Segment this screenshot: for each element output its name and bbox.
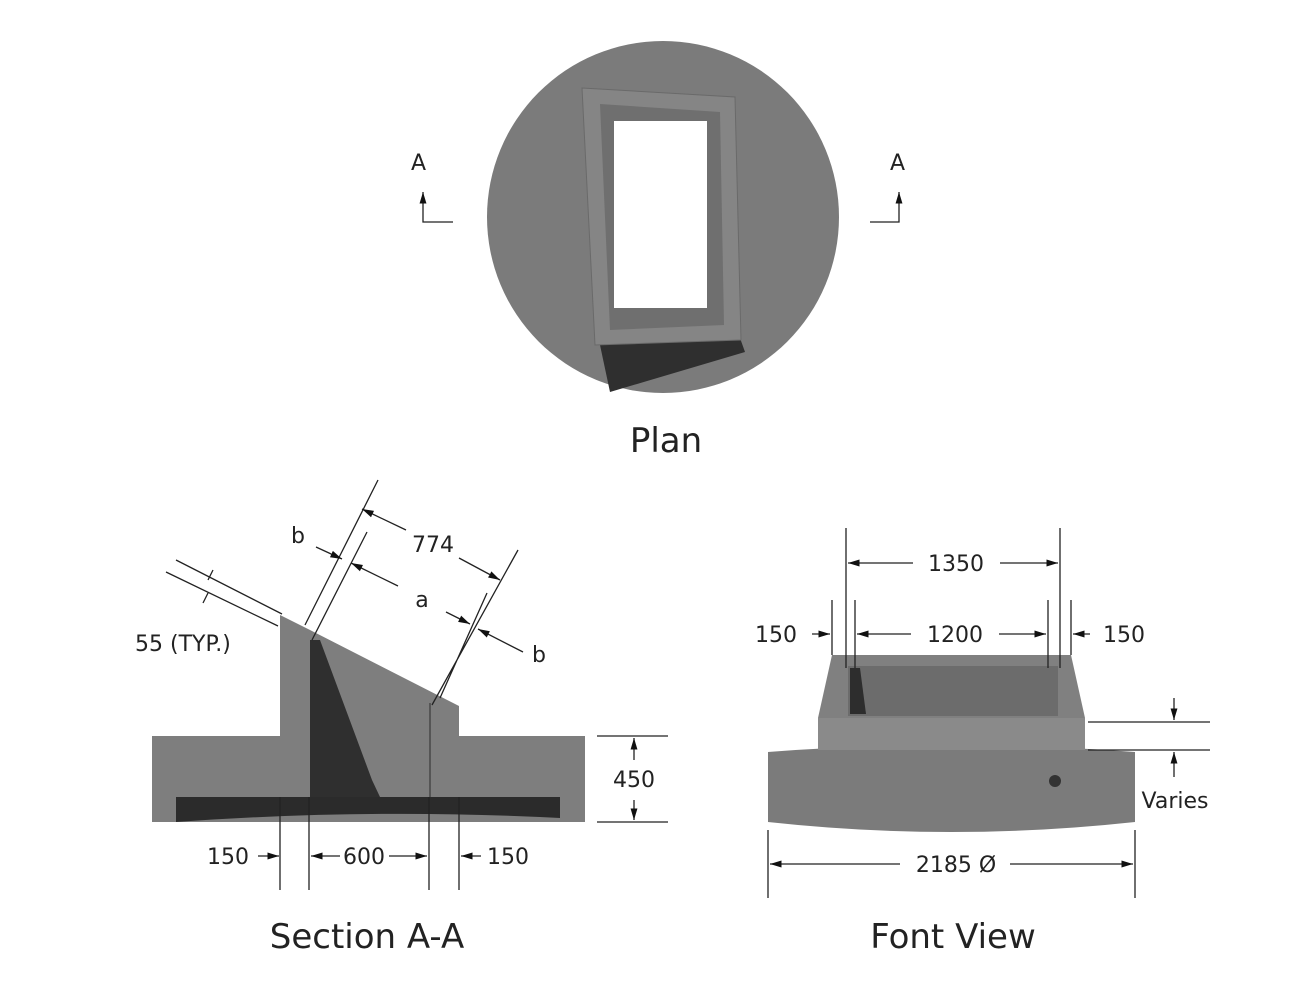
dim-a: a — [415, 588, 428, 613]
dim-150-right: 150 — [1103, 623, 1145, 648]
section-marker-left: A — [411, 151, 453, 223]
dim-b-top: b — [291, 524, 305, 549]
dim-150-left: 150 — [207, 845, 249, 870]
plan-shadow — [600, 338, 745, 392]
dim-1350: 1350 — [928, 552, 984, 577]
front-title: Font View — [870, 917, 1036, 957]
dim-2185-diameter: 2185 Ø — [916, 853, 996, 878]
section-shadow — [310, 640, 380, 797]
section-view: 774 a b b 55 (TYP.) 450 150 600 150 Sect… — [135, 479, 668, 957]
section-void — [176, 797, 560, 822]
dim-1200: 1200 — [927, 623, 983, 648]
section-marker-right: A — [870, 151, 905, 223]
svg-text:A: A — [411, 151, 426, 176]
plan-title: Plan — [630, 421, 702, 461]
dim-150-left: 150 — [755, 623, 797, 648]
dim-varies: Varies — [1142, 789, 1209, 814]
dim-b-right: b — [532, 643, 546, 668]
dim-55-typ: 55 (TYP.) — [135, 632, 231, 657]
section-body — [152, 615, 585, 822]
dim-600: 600 — [343, 845, 385, 870]
section-title: Section A-A — [270, 917, 464, 957]
dim-450: 450 — [613, 768, 655, 793]
svg-text:A: A — [890, 151, 905, 176]
front-view: 1350 1200 150 150 Varies 2185 Ø Font Vie… — [755, 528, 1210, 957]
dim-774: 774 — [412, 533, 454, 558]
plan-view: A A Plan — [411, 41, 905, 461]
front-base — [768, 745, 1135, 832]
dim-150-right: 150 — [487, 845, 529, 870]
plan-opening — [614, 121, 707, 308]
front-collar — [818, 718, 1085, 750]
